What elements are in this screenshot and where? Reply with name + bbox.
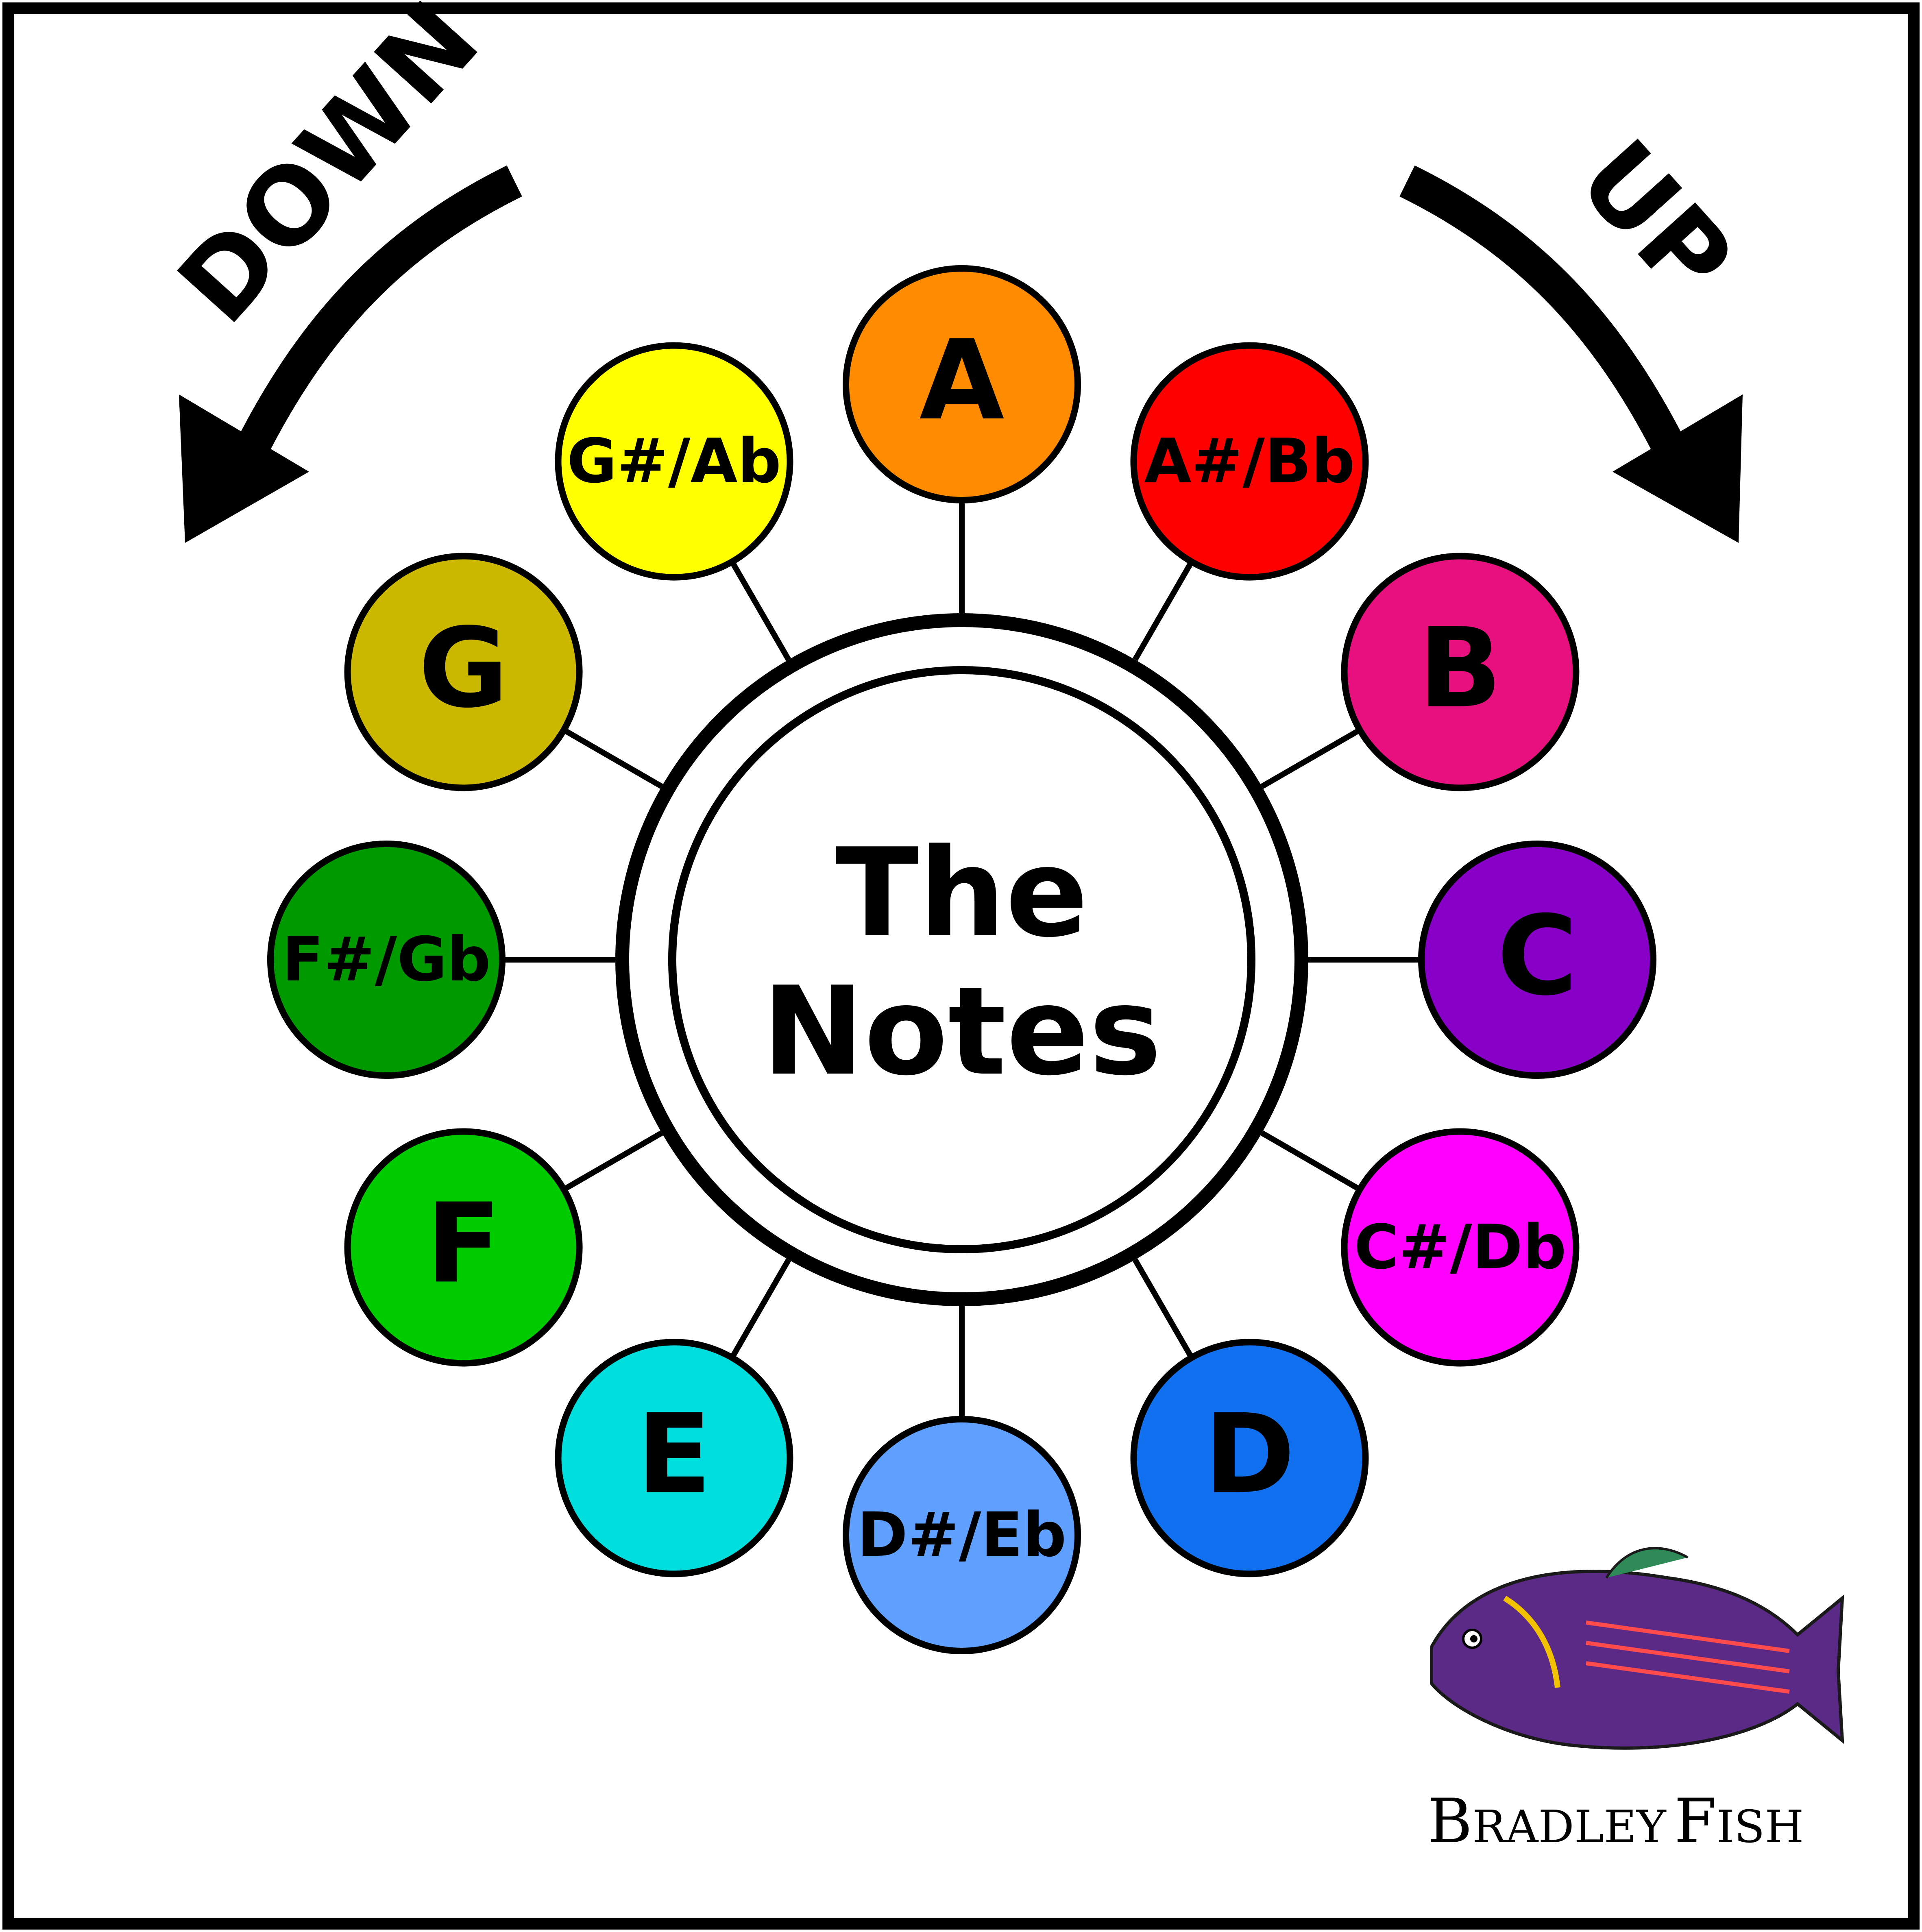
note-label-f: F	[426, 1179, 501, 1307]
note-circle-a	[843, 265, 1081, 503]
note-dseb: D#/Eb	[843, 1416, 1081, 1654]
spoke-e	[729, 1258, 791, 1359]
note-gsab: G#/Ab	[555, 342, 793, 581]
note-circle-c	[1418, 841, 1656, 1079]
note-asbb: A#/Bb	[1130, 342, 1369, 581]
note-circle-g	[344, 553, 583, 791]
spoke-asbb	[1132, 560, 1194, 661]
down-arrowhead-icon	[179, 394, 309, 543]
note-circle-d	[1130, 1339, 1369, 1577]
spokes-group	[502, 500, 1421, 1419]
note-e: E	[555, 1339, 793, 1577]
note-label-a: A	[920, 316, 1005, 444]
spoke-g	[562, 727, 663, 789]
note-circle-dseb	[843, 1416, 1081, 1654]
note-a: A	[843, 265, 1081, 503]
center-hub: The Notes	[615, 613, 1308, 1306]
note-circle-gsab	[555, 342, 793, 581]
note-circle-e	[555, 1339, 793, 1577]
spoke-b	[1260, 727, 1362, 789]
note-circle-asbb	[1130, 342, 1369, 581]
note-b: B	[1341, 553, 1580, 791]
spoke-f	[562, 1130, 663, 1192]
note-fsgb: F#/Gb	[267, 841, 506, 1079]
note-label-b: B	[1419, 604, 1502, 732]
spoke-d	[1132, 1258, 1194, 1359]
note-label-asbb: A#/Bb	[1144, 426, 1355, 497]
up-arrow-icon	[1399, 165, 1689, 464]
note-label-fsgb: F#/Gb	[282, 924, 490, 995]
note-label-c: C	[1497, 892, 1578, 1020]
note-circle-b	[1341, 553, 1580, 791]
note-label-e: E	[636, 1390, 711, 1518]
spoke-gsab	[729, 560, 791, 661]
fish-logo-icon	[1430, 1547, 1844, 1750]
down-arrow-icon	[232, 165, 522, 464]
note-circle-fsgb	[267, 841, 506, 1079]
note-label-d: D	[1204, 1390, 1295, 1518]
note-c: C	[1418, 841, 1656, 1079]
note-circles-group: A A#/BbB C C#/DbD D#/Eb E F F#/Gb G G#/Ab	[267, 265, 1656, 1654]
note-label-csdb: C#/Db	[1354, 1212, 1566, 1283]
note-f: F	[344, 1128, 583, 1367]
title-line-2: Notes	[762, 961, 1162, 1102]
note-circle-f	[344, 1128, 583, 1367]
up-arrowhead-icon	[1613, 394, 1743, 543]
title-line-1: The	[835, 822, 1088, 964]
spoke-csdb	[1260, 1130, 1362, 1192]
note-label-gsab: G#/Ab	[567, 426, 781, 497]
note-d: D	[1130, 1339, 1369, 1577]
note-label-g: G	[418, 604, 509, 732]
note-circle-csdb	[1341, 1128, 1580, 1367]
note-g: G	[344, 553, 583, 791]
note-csdb: C#/Db	[1341, 1128, 1580, 1367]
note-label-dseb: D#/Eb	[857, 1500, 1067, 1570]
